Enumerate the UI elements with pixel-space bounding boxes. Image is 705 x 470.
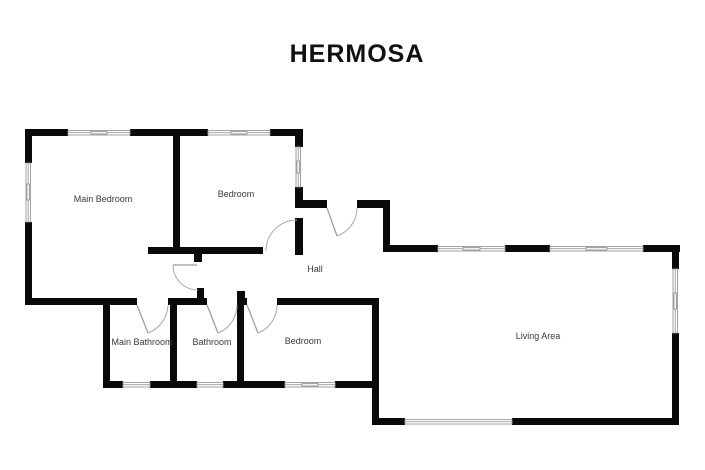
window [67,130,131,136]
window [672,268,678,334]
window [196,382,224,388]
doors [136,207,358,334]
bedroom-bottom-door [246,304,278,334]
main-bathroom-door [136,304,169,334]
window [284,382,336,388]
room-label-main-bathroom: Main Bathroom [111,337,172,347]
room-label-living-area: Living Area [516,331,561,341]
window [122,382,151,388]
page-title: HERMOSA [290,40,425,68]
window [207,130,271,136]
room-label-bathroom: Bathroom [192,337,231,347]
room-labels: Main Bedroom Bedroom Hall Main Bathroom … [74,189,561,347]
room-label-bedroom-bottom: Bedroom [285,336,322,346]
entry-door [326,207,358,237]
walls [25,129,680,425]
bedroom-top-door [265,218,303,255]
main-bedroom-door [172,264,199,291]
window [404,419,513,425]
room-label-bedroom-top: Bedroom [218,189,255,199]
window [549,246,644,252]
window [437,246,506,252]
window [295,146,301,188]
windows [25,130,678,425]
window [25,162,31,223]
bathroom-door [206,304,238,334]
room-label-main-bedroom: Main Bedroom [74,194,133,204]
room-label-hall: Hall [307,264,323,274]
